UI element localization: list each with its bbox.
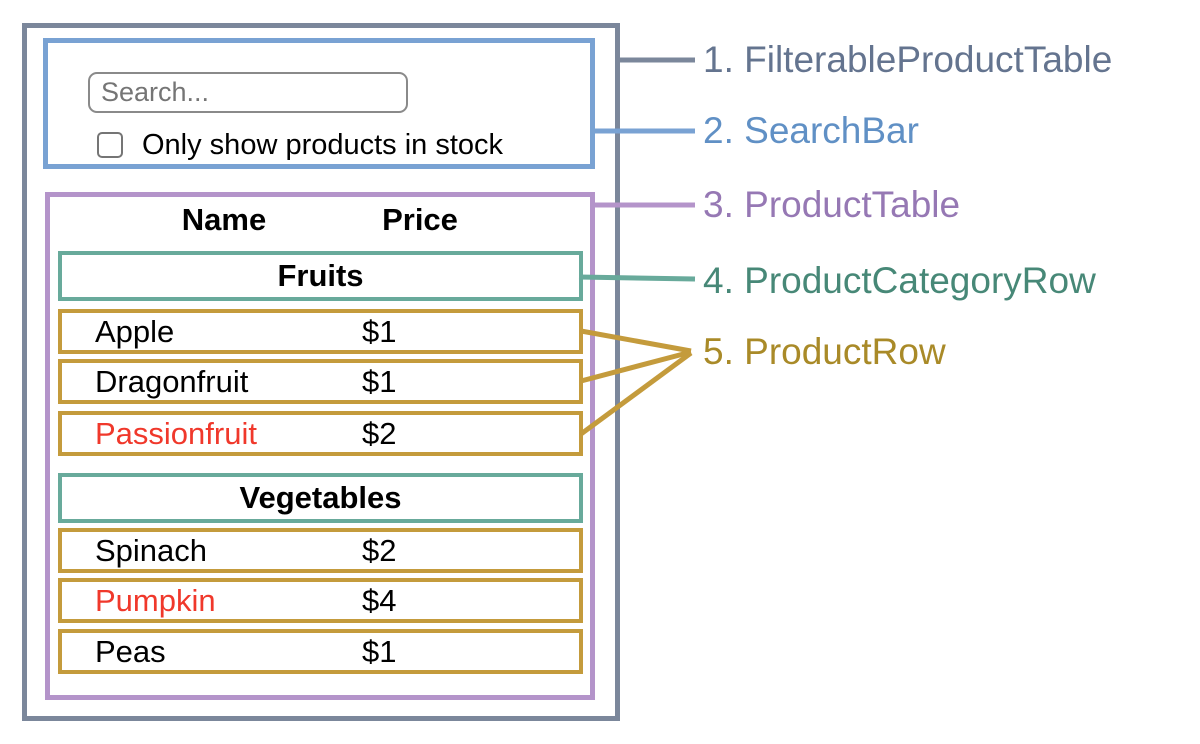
product-price: $4 [362,582,397,618]
label-text: ProductTable [744,184,961,225]
product-price: $1 [362,633,397,669]
search-input[interactable] [88,72,408,113]
label-text: ProductRow [744,331,946,372]
product-name: Apple [95,313,175,349]
product-price: $2 [362,532,397,568]
product-name: Passionfruit [95,415,257,451]
product-row: Dragonfruit $1 [58,359,583,404]
label-text: FilterableProductTable [744,39,1113,80]
product-name: Pumpkin [95,582,216,618]
category-label: Fruits [277,258,364,293]
label-product-table: 3. ProductTable [703,185,960,225]
label-number: 5. [703,331,734,372]
column-header-name: Name [181,202,267,237]
product-row: Peas $1 [58,629,583,674]
product-price: $1 [362,363,397,399]
label-number: 4. [703,260,734,301]
product-row: Spinach $2 [58,528,583,573]
label-filterable-product-table: 1. FilterableProductTable [703,40,1112,80]
label-product-row: 5. ProductRow [703,332,946,372]
product-price: $1 [362,313,397,349]
product-row: Passionfruit $2 [58,411,583,456]
in-stock-checkbox[interactable] [97,132,123,158]
product-row: Pumpkin $4 [58,578,583,623]
label-text: ProductCategoryRow [744,260,1096,301]
product-name: Spinach [95,532,208,568]
label-text: SearchBar [744,110,919,151]
label-number: 1. [703,39,734,80]
product-row: Apple $1 [58,309,583,354]
label-number: 2. [703,110,734,151]
in-stock-checkbox-label[interactable]: Only show products in stock [142,129,504,161]
category-row: Vegetables [58,473,583,523]
category-row: Fruits [58,251,583,301]
label-number: 3. [703,184,734,225]
product-name: Peas [95,633,166,669]
product-name: Dragonfruit [95,363,249,399]
label-product-category-row: 4. ProductCategoryRow [703,261,1096,301]
label-search-bar: 2. SearchBar [703,111,919,151]
column-header-price: Price [382,202,458,237]
category-label: Vegetables [239,480,402,515]
product-price: $2 [362,415,397,451]
